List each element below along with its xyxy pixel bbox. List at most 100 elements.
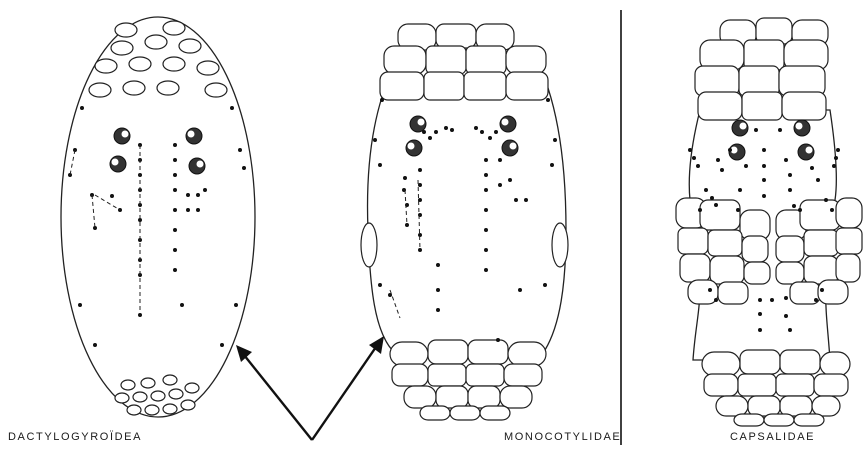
ciliary-plate [468,340,508,364]
eyespot-lens [408,143,415,150]
sensillum-dot [788,188,792,192]
sensillum-dot [484,208,488,212]
capsalidae-eyespots [729,120,814,160]
ciliary-plate [129,57,151,71]
sensillum-dot [380,98,384,102]
sensillum-dot [710,196,714,200]
ciliary-plate [157,81,179,95]
capsalidae-lateral-plates-right [776,198,862,304]
ciliary-plate [688,280,718,304]
ciliary-plate [380,72,424,100]
sensillum-dot [762,178,766,182]
ciliary-plate [742,92,782,120]
sensillum-dot [704,188,708,192]
ciliary-plate [794,414,824,426]
sensillum-dot [444,126,448,130]
ciliary-plate [740,350,780,374]
sensillum-dot [196,208,200,212]
sensillum-dot [93,343,97,347]
sensillum-dot [524,198,528,202]
label-capsalidae: CAPSALIDAE [730,431,815,443]
ciliary-plate [506,46,546,74]
sensillum-dot [778,128,782,132]
sensillum-dot [173,188,177,192]
monocotylidae-nerve-lines [390,180,420,318]
sensillum-dot [428,136,432,140]
ciliary-plate [678,228,708,254]
dactylogyroidea-posterior-ciliary-plates [115,375,199,415]
ciliary-plate [133,392,147,402]
eyespot-lens [188,131,195,138]
ciliary-plate [836,198,862,228]
ciliary-plate [179,39,201,53]
sensillum-dot [758,328,762,332]
monocotylidae-lateral-plate-right [552,223,568,267]
sensillum-dot [484,248,488,252]
sensillum-dot [820,288,824,292]
sensillum-dot [173,268,177,272]
sensillum-dot [784,296,788,300]
sensillum-dot [720,168,724,172]
sensillum-dot [834,156,838,160]
sensillum-dot [784,158,788,162]
sensillum-dot [692,156,696,160]
sensillum-dot [754,128,758,132]
ciliary-plate [163,404,177,414]
eyespot-lens [510,143,517,150]
sensillum-dot [484,228,488,232]
sensillum-dot [238,148,242,152]
monocotylidae-larva [361,24,568,420]
sensillum-dot [498,183,502,187]
sensillum-dot [714,203,718,207]
sensillum-dot [403,176,407,180]
dactylogyroidea-larva [61,17,255,417]
ciliary-plate [680,254,710,282]
dactylogyroidea-body-outline [61,17,255,417]
ciliary-plate [708,230,742,256]
ciliary-plate [163,375,177,385]
sensillum-dot [496,338,500,342]
ciliary-plate [500,386,532,408]
ciliary-plate [392,364,428,386]
sensillum-dot [508,178,512,182]
eyespot-lens [740,123,747,130]
capsalidae-larva [676,18,862,426]
sensillum-dot [832,164,836,168]
sensillum-dot [138,313,142,317]
ciliary-plate [205,83,227,97]
sensillum-dot [80,106,84,110]
sensillum-dot [546,98,550,102]
sensillum-dot [78,303,82,307]
monocotylidae-anterior-ciliary-plates [380,24,548,100]
sensillum-dot [518,288,522,292]
sensillum-dot [708,288,712,292]
sensillum-dot [110,194,114,198]
ciliary-plate [738,374,776,396]
arrowhead-right [369,336,384,354]
sensillum-dot [816,178,820,182]
sensillum-dot [736,208,740,212]
sensillum-dot [758,312,762,316]
sensillum-dot [196,193,200,197]
sensillum-dot [788,328,792,332]
ciliary-plate [384,46,426,74]
sensillum-dot [550,163,554,167]
ciliary-plate [197,61,219,75]
ciliary-plate [742,236,768,262]
eyespot-lens [806,147,813,154]
monocotylidae-sensilla [373,98,557,342]
sensillum-dot [498,158,502,162]
capsalidae-posterior-ciliary-plates [702,350,850,426]
sensillum-dot [173,158,177,162]
ciliary-plate [145,405,159,415]
ciliary-plate [468,386,500,408]
nerve-line [405,190,407,225]
ciliary-plate [718,282,748,304]
ciliary-plate [127,405,141,415]
arrow-to-monocotylidae [312,347,376,440]
sensillum-dot [792,204,796,208]
ciliary-plate [420,406,450,420]
ciliary-plate [504,364,542,386]
